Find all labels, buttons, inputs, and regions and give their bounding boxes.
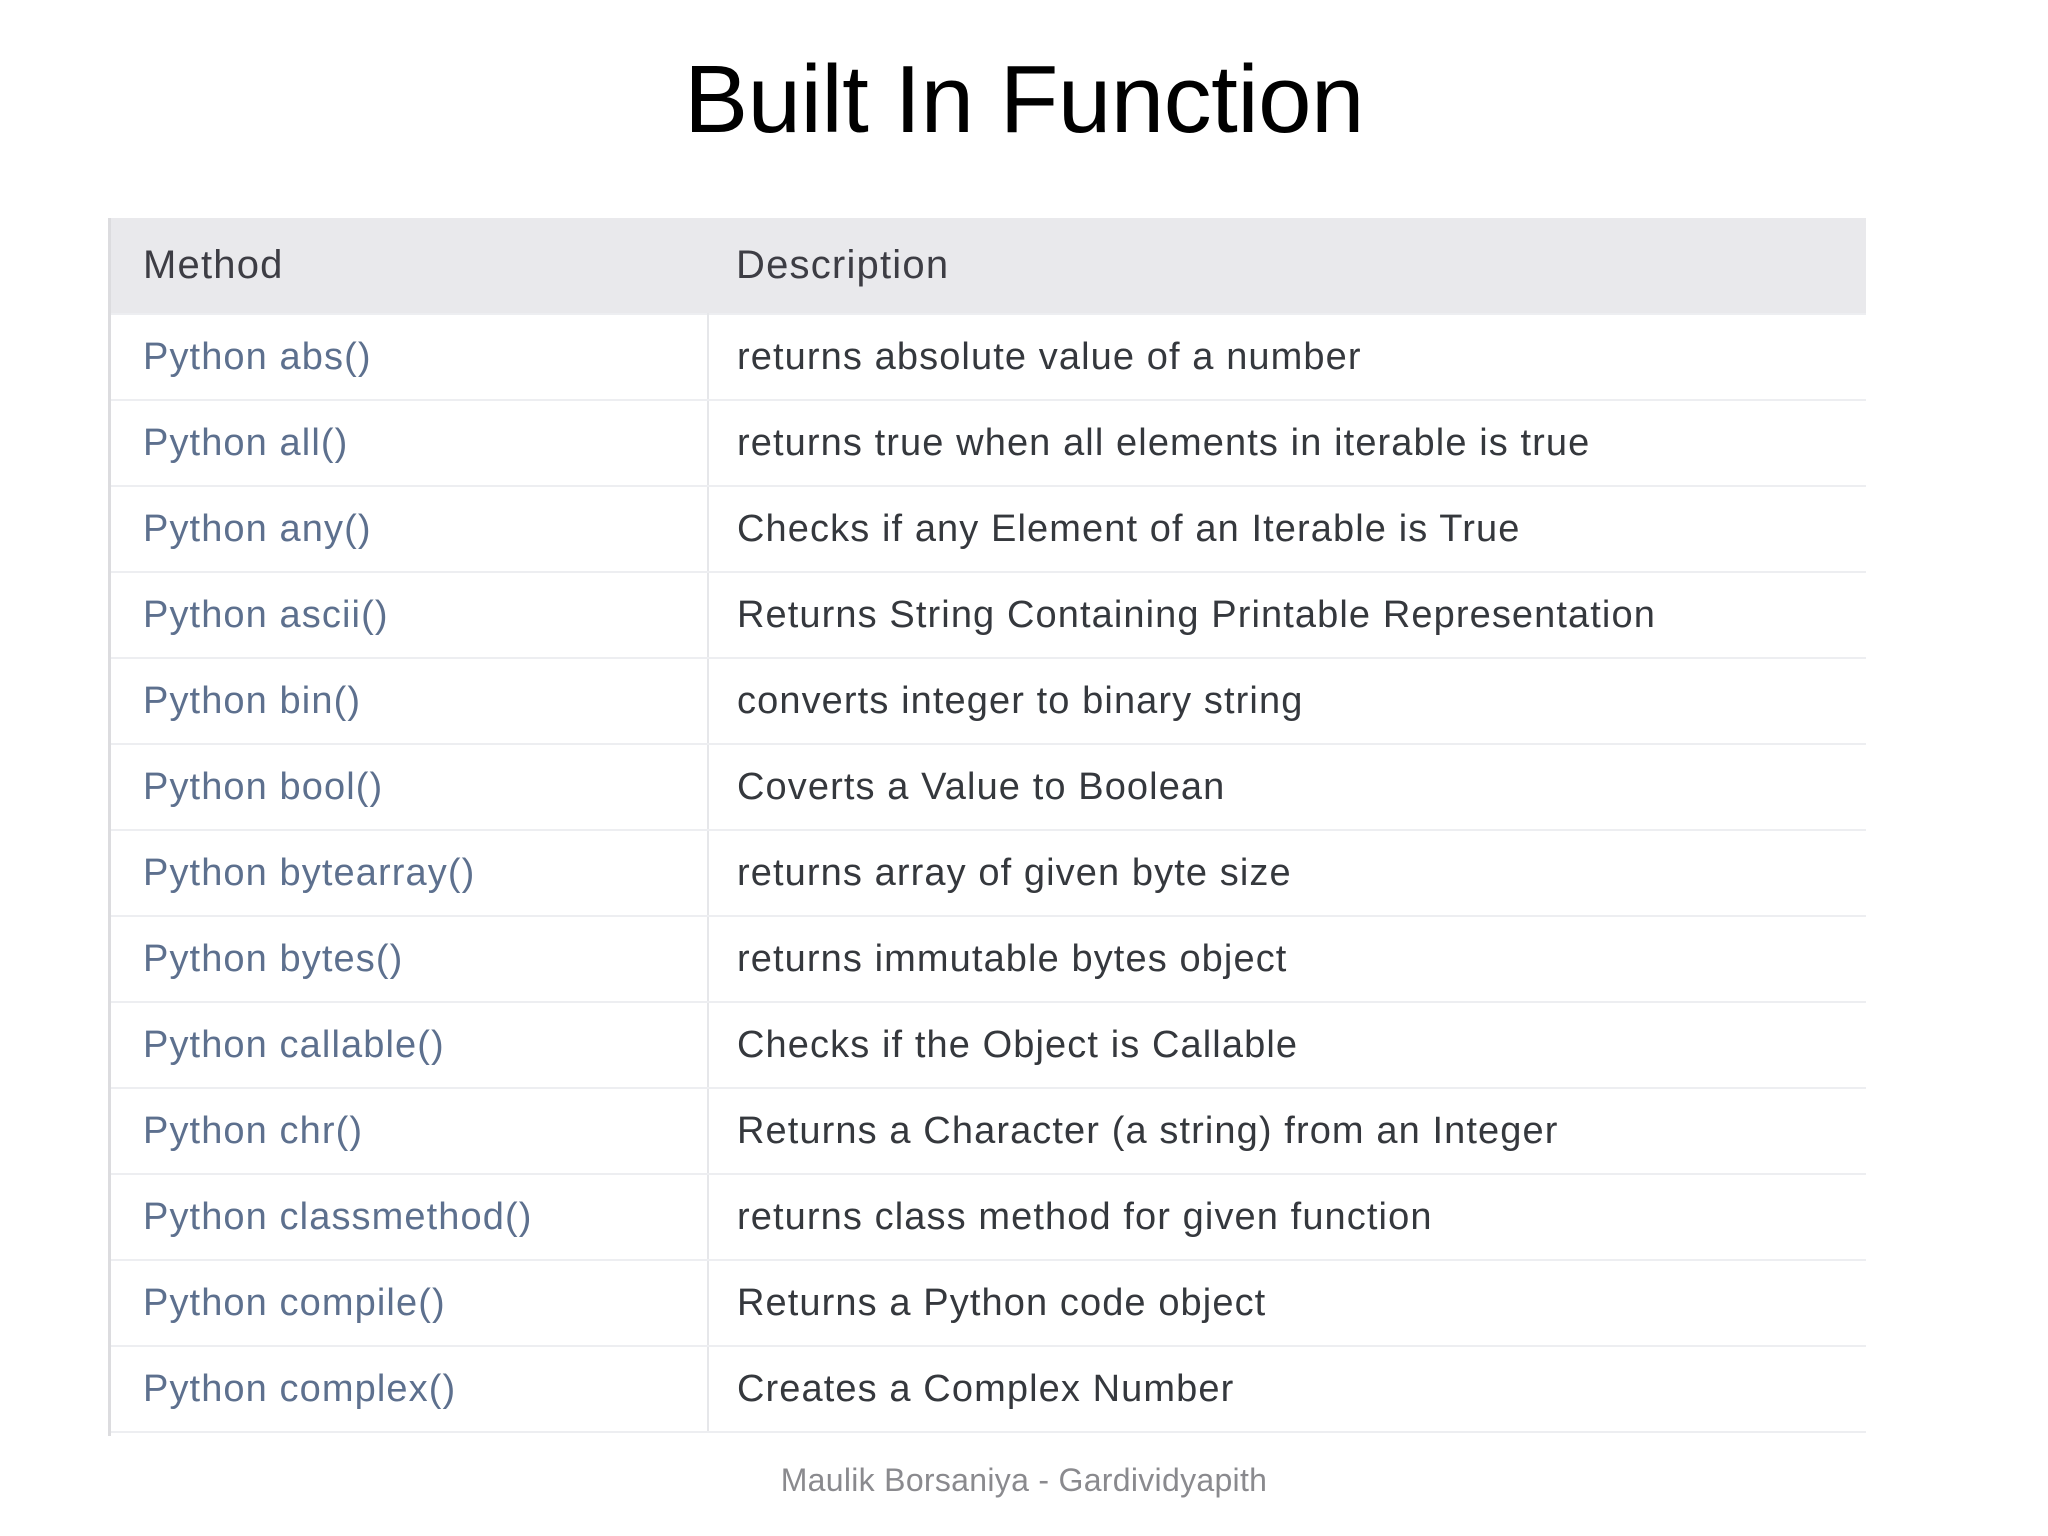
method-link[interactable]: Python abs() xyxy=(111,313,709,401)
method-link[interactable]: Python bytearray() xyxy=(111,830,709,917)
method-link[interactable]: Python chr() xyxy=(111,1088,709,1175)
method-description: returns true when all elements in iterab… xyxy=(708,400,1866,487)
table-row: Python bytearray() returns array of give… xyxy=(111,830,1866,917)
method-description: Returns String Containing Printable Repr… xyxy=(708,572,1866,659)
table-row: Python chr() Returns a Character (a stri… xyxy=(111,1088,1866,1175)
table-row: Python bin() converts integer to binary … xyxy=(111,658,1866,745)
builtin-function-table-container: Method Description Python abs() returns … xyxy=(108,218,1866,1436)
method-description: returns array of given byte size xyxy=(708,830,1866,917)
page-title: Built In Function xyxy=(684,46,1364,153)
method-description: converts integer to binary string xyxy=(708,658,1866,745)
method-description: Checks if any Element of an Iterable is … xyxy=(708,486,1866,573)
column-header-description: Description xyxy=(708,218,1866,314)
builtin-function-table: Method Description Python abs() returns … xyxy=(111,218,1866,1433)
table-row: Python ascii() Returns String Containing… xyxy=(111,572,1866,659)
method-description: Returns a Python code object xyxy=(708,1260,1866,1347)
method-description: returns class method for given function xyxy=(708,1174,1866,1261)
method-link[interactable]: Python any() xyxy=(111,486,709,573)
slide-footer: Maulik Borsaniya - Gardividyapith xyxy=(780,1462,1268,1498)
method-link[interactable]: Python bool() xyxy=(111,744,709,831)
table-row: Python bool() Coverts a Value to Boolean xyxy=(111,744,1866,831)
method-description: returns absolute value of a number xyxy=(708,313,1866,401)
method-link[interactable]: Python bytes() xyxy=(111,916,709,1003)
method-link[interactable]: Python callable() xyxy=(111,1002,709,1089)
method-link[interactable]: Python classmethod() xyxy=(111,1174,709,1261)
table-row: Python classmethod() returns class metho… xyxy=(111,1174,1866,1261)
method-link[interactable]: Python compile() xyxy=(111,1260,709,1347)
table-row: Python all() returns true when all eleme… xyxy=(111,400,1866,487)
method-link[interactable]: Python all() xyxy=(111,400,709,487)
method-link[interactable]: Python bin() xyxy=(111,658,709,745)
method-link[interactable]: Python complex() xyxy=(111,1346,709,1433)
table-row: Python complex() Creates a Complex Numbe… xyxy=(111,1346,1866,1433)
method-description: returns immutable bytes object xyxy=(708,916,1866,1003)
table-row: Python abs() returns absolute value of a… xyxy=(111,313,1866,401)
table-header: Method Description xyxy=(111,218,1866,314)
method-description: Creates a Complex Number xyxy=(708,1346,1866,1433)
table-row: Python bytes() returns immutable bytes o… xyxy=(111,916,1866,1003)
table-header-row: Method Description xyxy=(111,218,1866,314)
table-row: Python any() Checks if any Element of an… xyxy=(111,486,1866,573)
method-description: Checks if the Object is Callable xyxy=(708,1002,1866,1089)
method-description: Returns a Character (a string) from an I… xyxy=(708,1088,1866,1175)
table-row: Python callable() Checks if the Object i… xyxy=(111,1002,1866,1089)
method-link[interactable]: Python ascii() xyxy=(111,572,709,659)
method-description: Coverts a Value to Boolean xyxy=(708,744,1866,831)
table-row: Python compile() Returns a Python code o… xyxy=(111,1260,1866,1347)
column-header-method: Method xyxy=(111,218,708,314)
table-body: Python abs() returns absolute value of a… xyxy=(111,313,1866,1433)
